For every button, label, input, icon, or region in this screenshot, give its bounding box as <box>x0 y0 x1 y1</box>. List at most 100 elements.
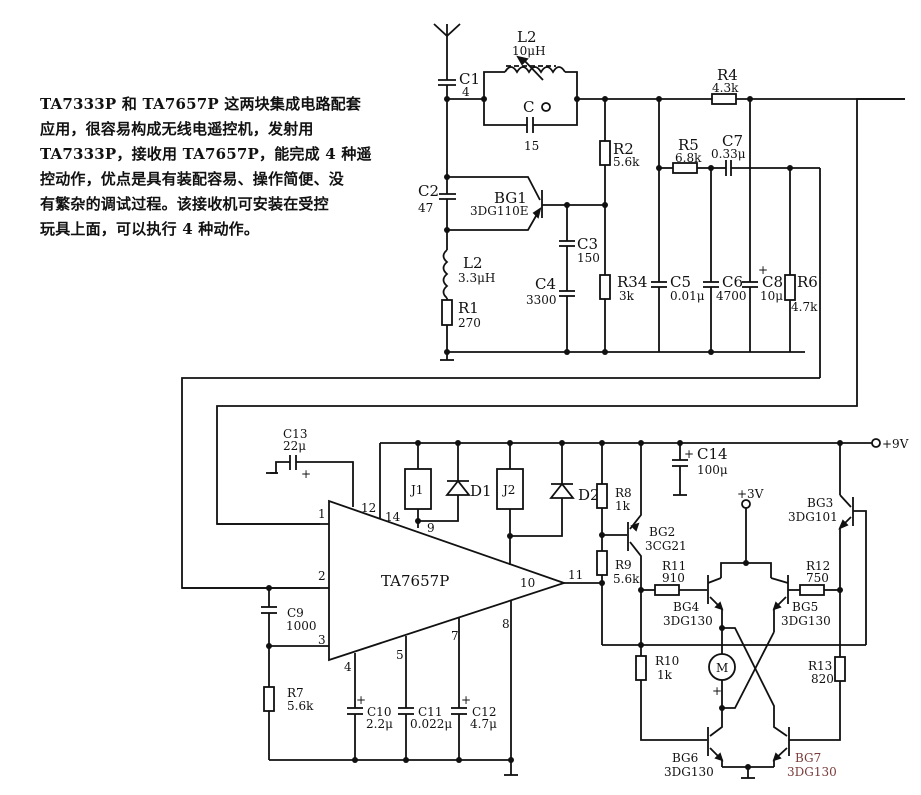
capacitor-c4: C4 3300 <box>526 275 575 352</box>
c8-label: C8 <box>762 273 783 291</box>
pin-12: 12 <box>361 501 376 515</box>
transistor-bg2: BG2 3CG21 <box>602 443 687 590</box>
r4-value: 4.3k <box>712 81 739 95</box>
description-text: TA7333P 和 TA7657P 这两块集成电路配套 应用，很容易构成无线电遥… <box>40 92 385 242</box>
pin-5: 5 <box>396 648 404 662</box>
r34-label: R34 <box>617 273 647 291</box>
resistor-r1: R1 270 <box>441 299 481 352</box>
c10-label: C10 <box>367 705 391 719</box>
c6-label: C6 <box>722 273 743 291</box>
r11-label: R11 <box>662 559 686 573</box>
r34-value: 3k <box>619 289 635 303</box>
c9-label: C9 <box>287 606 304 620</box>
r13-value: 820 <box>811 672 834 686</box>
c12-value: 4.7μ <box>470 717 497 731</box>
capacitor-c14: + C14 100μ <box>672 443 728 496</box>
r5-label: R5 <box>678 136 699 154</box>
c10-plus: + <box>356 693 366 707</box>
c14-value: 100μ <box>697 463 728 477</box>
bg5-label: BG5 <box>792 600 818 614</box>
capacitor-c10: + C10 2.2μ <box>347 653 393 760</box>
pin-8: 8 <box>502 617 510 631</box>
bg4-value: 3DG130 <box>663 614 713 628</box>
pin-10: 10 <box>520 576 535 590</box>
transistor-bg4: BG4 3DG130 <box>663 575 724 628</box>
resistor-r10: R10 1k <box>635 645 707 741</box>
c-trim-value: 15 <box>524 139 539 153</box>
transistor-bg1: BG1 3DG110E <box>447 176 605 231</box>
l2-tuned-label: L2 <box>517 28 537 46</box>
resistor-r11: R11 910 <box>641 559 707 596</box>
c3-label: C3 <box>577 235 598 253</box>
supply-9v: +9V <box>882 437 909 451</box>
pin-14: 14 <box>385 510 401 524</box>
antenna-icon <box>433 23 461 68</box>
pin-9: 9 <box>427 521 435 535</box>
motor-polarity: + <box>712 684 722 698</box>
c14-plus: + <box>684 447 694 461</box>
pin-11: 11 <box>568 568 583 582</box>
description-line: TA7333P，接收用 TA7657P，能完成 4 种遥 <box>40 145 372 163</box>
r8-value: 1k <box>615 499 631 513</box>
bg4-label: BG4 <box>673 600 700 614</box>
capacitor-c1: C1 4 <box>438 68 480 99</box>
r12-label: R12 <box>806 559 830 573</box>
resistor-r13: R13 820 <box>789 650 846 741</box>
resistor-r9: R9 5.6k <box>596 535 640 645</box>
c11-value: 0.022μ <box>410 717 452 731</box>
r6-value: 4.7k <box>791 300 818 314</box>
resistor-r4: R4 4.3k <box>711 66 739 105</box>
capacitor-c11: C11 0.022μ <box>398 636 452 760</box>
c13-plus: + <box>301 467 311 481</box>
l2-choke-label: L2 <box>463 254 483 272</box>
c2-label: C2 <box>418 182 439 200</box>
r4-label: R4 <box>717 66 738 84</box>
motor-label: M <box>716 661 728 675</box>
j1-label: J1 <box>409 483 423 497</box>
bg1-label: BG1 <box>494 189 527 207</box>
diode-d2: D2 <box>510 443 600 537</box>
c5-value: 0.01μ <box>670 289 705 303</box>
r2-label: R2 <box>613 140 634 158</box>
transistor-bg5: BG5 3DG130 <box>770 575 831 632</box>
pin-3: 3 <box>318 633 326 647</box>
pin-2: 2 <box>318 569 326 583</box>
capacitor-c7: C7 0.33μ <box>711 132 790 176</box>
transistor-bg3: BG3 3DG101 <box>788 443 867 650</box>
capacitor-c12: + C12 4.7μ <box>451 618 497 760</box>
r7-label: R7 <box>287 686 304 700</box>
r2-value: 5.6k <box>613 155 640 169</box>
r10-value: 1k <box>657 668 673 682</box>
c5-label: C5 <box>670 273 691 291</box>
c2-value: 47 <box>418 201 433 215</box>
capacitor-c-trim: C 15 <box>483 98 578 153</box>
c7-value: 0.33μ <box>711 147 746 161</box>
r9-label: R9 <box>615 558 632 572</box>
bg3-label: BG3 <box>807 496 833 510</box>
capacitor-c6: C6 4700 <box>703 168 747 352</box>
bg1-value: 3DG110E <box>470 204 529 218</box>
pin-7: 7 <box>451 629 459 643</box>
bg3-value: 3DG101 <box>788 510 838 524</box>
capacitor-c5: C5 0.01μ <box>651 168 705 352</box>
description-line: 应用，很容易构成无线电遥控机，发射用 <box>40 120 314 138</box>
resistor-r8: R8 1k <box>596 443 632 535</box>
ic-ta7657p: TA7657P 1 2 3 4 5 7 8 9 10 11 12 14 <box>318 499 583 674</box>
ic-label: TA7657P <box>381 572 449 590</box>
transistor-bg6: BG6 3DG130 <box>664 708 724 779</box>
l2-tuned-value: 10μH <box>512 44 546 58</box>
resistor-r6: R6 4.7k <box>784 168 818 352</box>
resistor-r34: R34 3k <box>599 273 647 352</box>
bg2-value: 3CG21 <box>645 539 687 553</box>
capacitor-c8: + C8 10μ <box>742 99 783 352</box>
capacitor-c13: C13 22μ + <box>266 427 354 507</box>
c8-value: 10μ <box>760 289 783 303</box>
c13-label: C13 <box>283 427 307 441</box>
resistor-r2: R2 5.6k <box>599 99 640 275</box>
bg2-label: BG2 <box>649 525 675 539</box>
r1-value: 270 <box>458 316 481 330</box>
pin-4: 4 <box>344 660 352 674</box>
resistor-r5: R5 6.8k <box>659 136 711 174</box>
c12-label: C12 <box>472 705 496 719</box>
r11-value: 910 <box>662 571 685 585</box>
